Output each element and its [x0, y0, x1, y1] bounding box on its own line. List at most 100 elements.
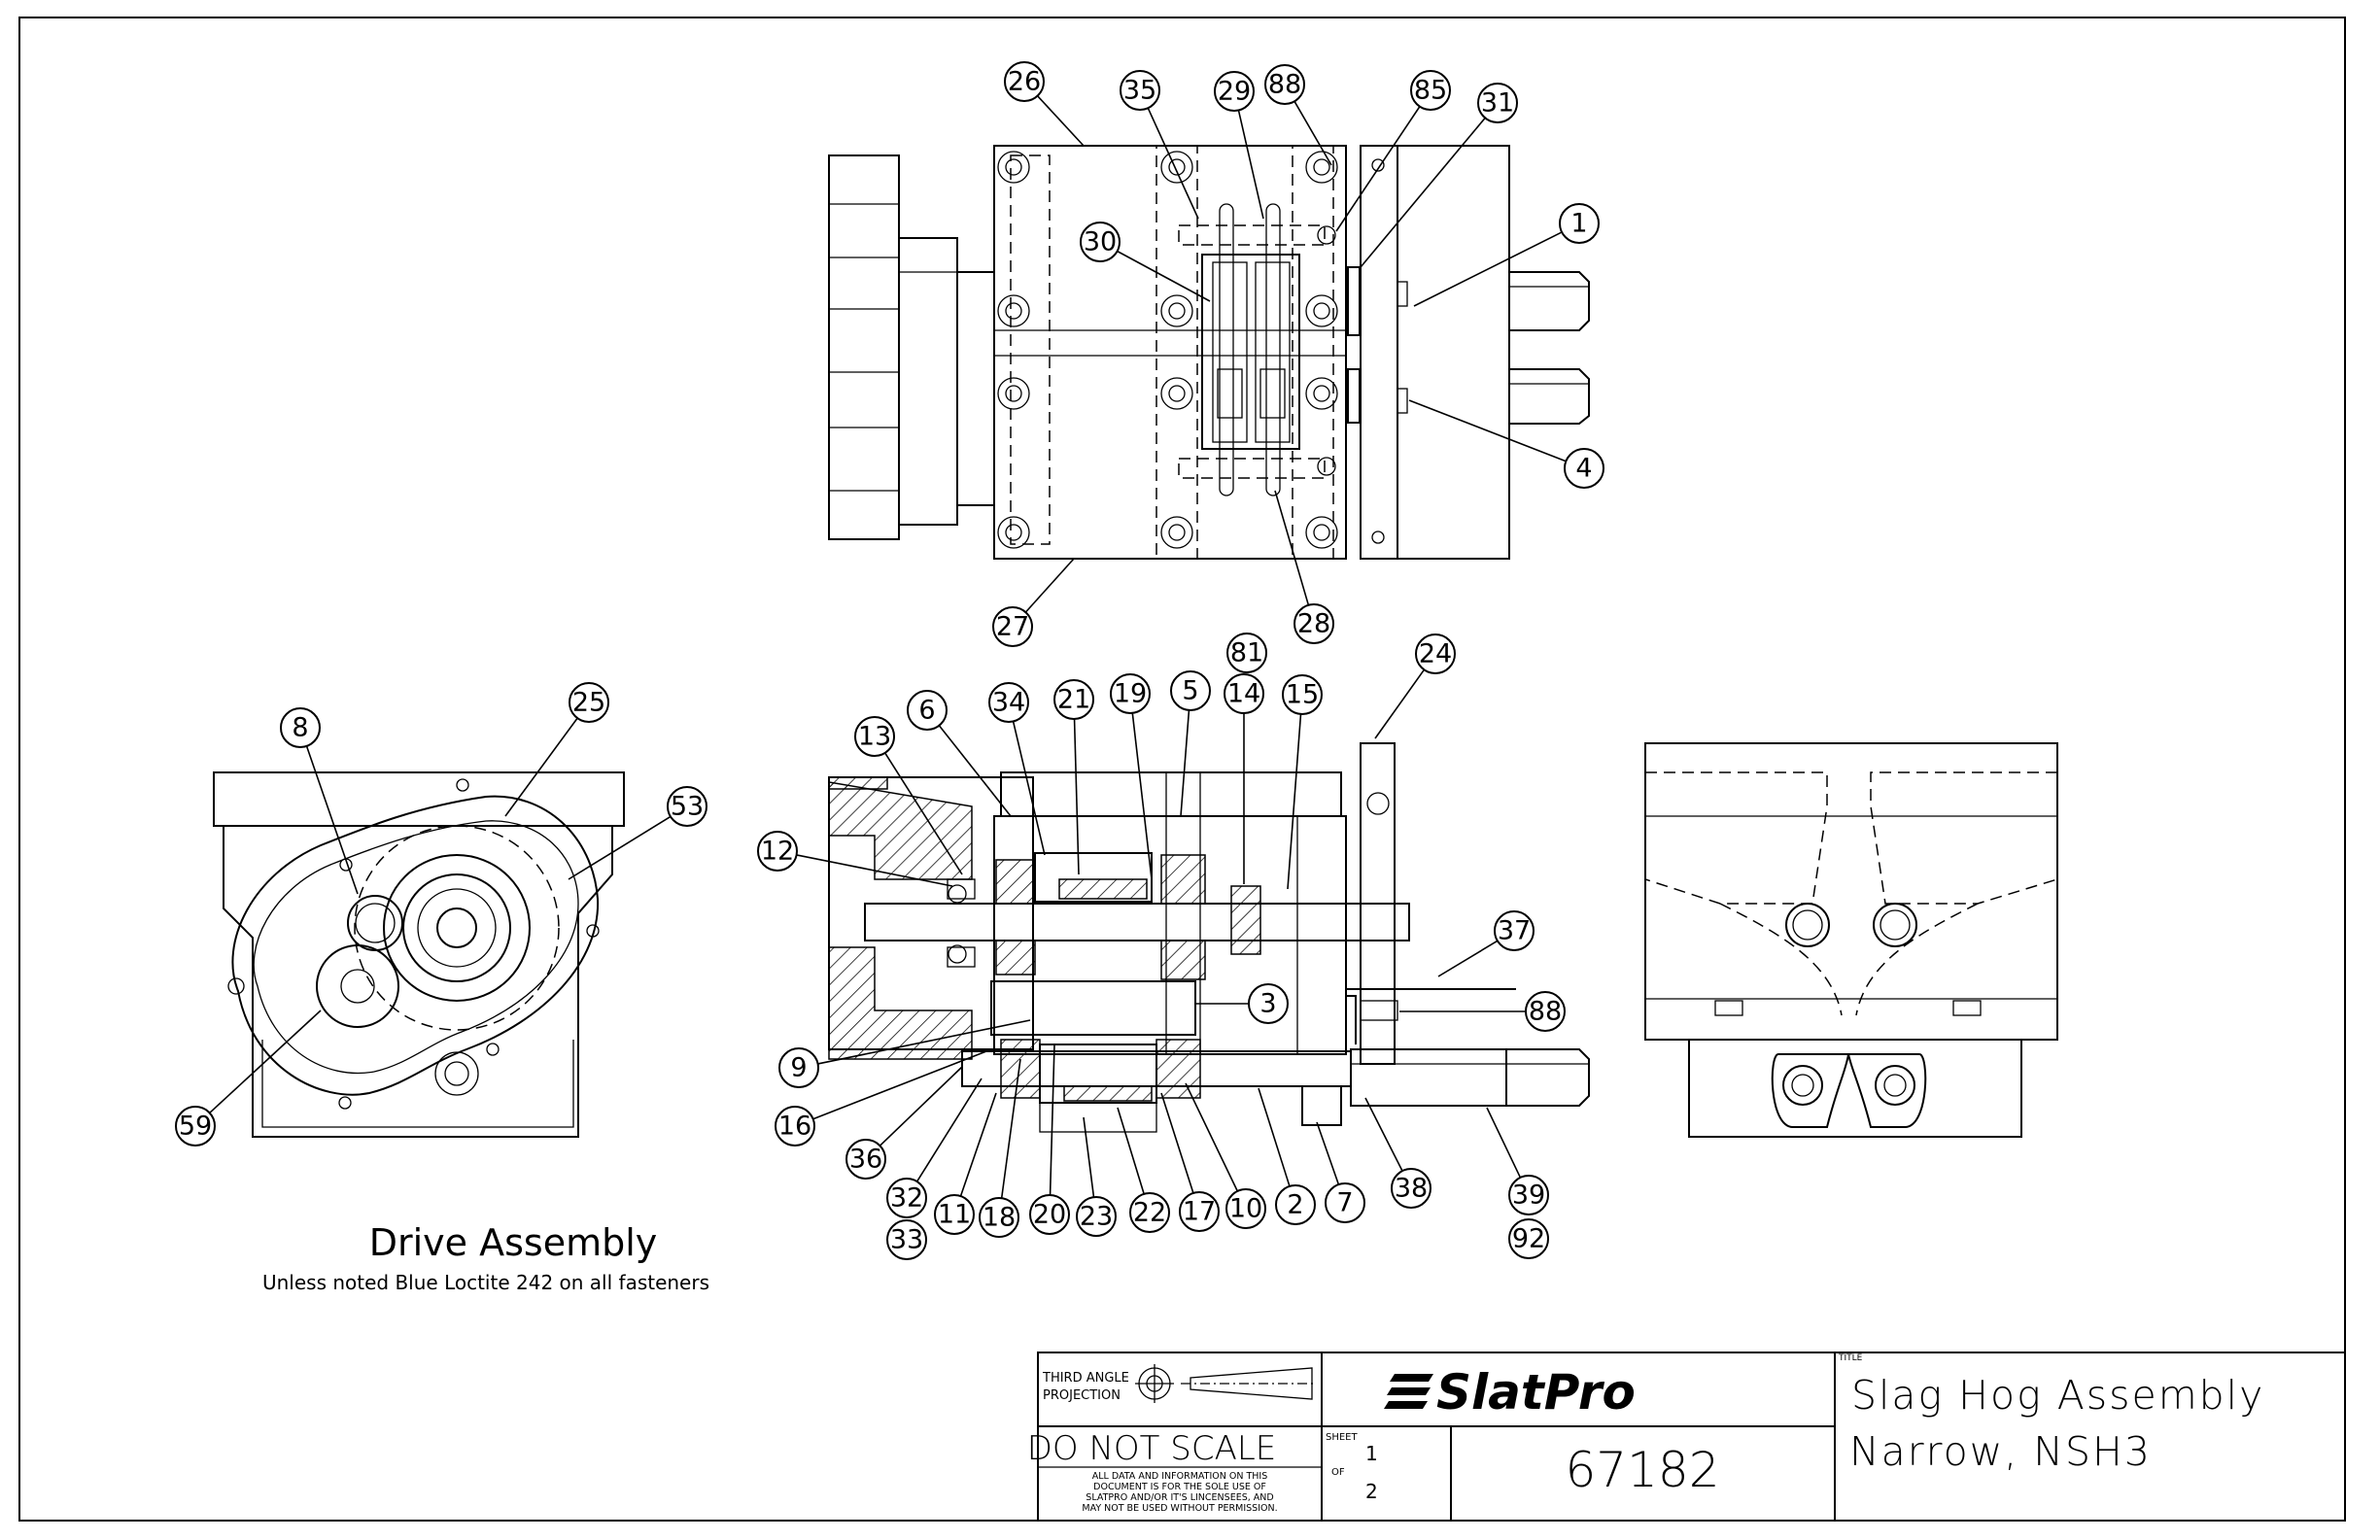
balloon-circle	[1224, 673, 1264, 714]
balloon-circle	[907, 690, 948, 731]
balloon-circle	[778, 1047, 819, 1088]
balloon-label: 39	[1512, 1181, 1545, 1211]
balloon-circle	[1076, 1196, 1117, 1237]
balloon-label: 28	[1297, 609, 1330, 639]
balloon-28: 28	[1274, 490, 1334, 644]
balloon-15: 15	[1282, 674, 1323, 890]
balloon-leader-line	[1117, 250, 1211, 302]
balloon-8: 8	[280, 707, 359, 895]
balloon-label: 23	[1080, 1202, 1113, 1232]
balloon-leader-line	[817, 1019, 1031, 1065]
balloon-25: 25	[504, 682, 609, 817]
balloon-leader-line	[1360, 117, 1486, 268]
balloon-label: 38	[1395, 1174, 1428, 1204]
balloon-leader-line	[568, 815, 672, 880]
balloon-leader-line	[209, 1010, 322, 1114]
balloon-circle	[992, 606, 1033, 647]
balloon-label: 31	[1481, 88, 1514, 119]
balloon-circle	[1415, 633, 1456, 674]
balloon-17: 17	[1160, 1092, 1220, 1232]
disclaimer-line4: MAY NOT BE USED WITHOUT PERMISSION.	[1082, 1503, 1277, 1514]
balloon-circle	[1559, 203, 1600, 244]
balloon-leader-line	[1258, 1087, 1291, 1187]
balloon-label: 15	[1286, 680, 1319, 710]
balloon-81: 81	[1226, 633, 1267, 673]
balloon-1: 1	[1413, 203, 1600, 307]
top-view	[828, 145, 1590, 560]
balloon-30: 30	[1080, 222, 1211, 302]
balloon-19: 19	[1110, 673, 1153, 880]
balloon-circle	[1264, 64, 1305, 105]
balloon-leader-line	[1180, 709, 1190, 817]
balloon-33: 33	[886, 1219, 927, 1260]
balloon-leader-line	[938, 725, 1012, 817]
balloon-label: 22	[1133, 1198, 1166, 1228]
balloon-circle	[1525, 991, 1566, 1032]
balloon-leader-line	[1049, 1044, 1055, 1196]
projection-label-line1: THIRD ANGLE	[1042, 1371, 1129, 1386]
section-view	[828, 742, 1590, 1133]
balloon-label: 12	[761, 837, 794, 867]
balloon-10: 10	[1185, 1082, 1266, 1229]
balloon-31: 31	[1360, 83, 1518, 268]
balloon-leader-line	[1160, 1092, 1194, 1194]
balloon-label: 9	[790, 1053, 807, 1083]
balloon-21: 21	[1053, 679, 1094, 875]
balloon-leader-line	[1437, 940, 1499, 977]
balloon-23: 23	[1076, 1116, 1117, 1237]
balloon-circle	[1410, 70, 1451, 111]
balloon-circle	[1053, 679, 1094, 720]
balloon-53: 53	[568, 786, 707, 880]
balloon-label: 37	[1498, 916, 1531, 946]
balloon-circle	[979, 1197, 1019, 1238]
balloon-circle	[886, 1219, 927, 1260]
view-title: Drive Assembly	[369, 1221, 658, 1264]
balloon-label: 3	[1259, 989, 1276, 1019]
sheet-number: 1	[1365, 1442, 1378, 1465]
balloon-11: 11	[934, 1092, 997, 1235]
balloon-label: 7	[1336, 1188, 1353, 1218]
balloon-34: 34	[988, 682, 1046, 856]
disclaimer-line3: SLATPRO AND/OR IT'S LINCENSEES, AND	[1086, 1492, 1273, 1503]
sheet-label: SHEET	[1326, 1432, 1359, 1443]
projection-label-line2: PROJECTION	[1043, 1388, 1121, 1403]
sheet-total: 2	[1365, 1480, 1378, 1503]
balloon-label: 53	[671, 792, 704, 822]
balloon-circle	[1391, 1168, 1431, 1209]
balloon-label: 26	[1008, 67, 1041, 97]
balloon-label: 4	[1575, 454, 1592, 484]
balloon-circle	[1325, 1182, 1365, 1223]
balloon-label: 1	[1570, 209, 1587, 239]
balloon-leader-line	[1335, 106, 1421, 232]
balloon-22: 22	[1117, 1107, 1170, 1233]
third-angle-projection-icon	[1135, 1364, 1317, 1403]
balloon-circle	[1214, 71, 1255, 112]
balloon-18: 18	[979, 1058, 1021, 1238]
balloon-circle	[1248, 983, 1289, 1024]
balloon-label: 32	[890, 1183, 923, 1214]
balloon-label: 16	[778, 1112, 811, 1142]
balloon-85: 85	[1335, 70, 1451, 232]
balloon-leader-line	[884, 752, 963, 875]
balloon-32: 32	[886, 1078, 983, 1218]
balloon-leader-line	[1185, 1082, 1239, 1192]
balloon-circle	[854, 716, 895, 757]
balloon-label: 2	[1287, 1190, 1303, 1220]
balloon-label: 88	[1529, 997, 1562, 1027]
balloon-2: 2	[1258, 1087, 1316, 1225]
balloon-leader-line	[1083, 1116, 1095, 1198]
balloon-leader-line	[959, 1092, 997, 1197]
balloon-38: 38	[1364, 1097, 1431, 1209]
balloon-leader-line	[1024, 558, 1075, 613]
outlet-end-view	[1644, 742, 2058, 1138]
balloon-leader-line	[1131, 712, 1153, 880]
balloon-circle	[1120, 70, 1160, 111]
balloon-circle	[175, 1106, 216, 1146]
balloon-leader-line	[1287, 713, 1302, 890]
of-label: OF	[1331, 1467, 1345, 1478]
balloon-circle	[1080, 222, 1121, 262]
disclaimer-line2: DOCUMENT IS FOR THE SOLE USE OF	[1093, 1482, 1266, 1492]
balloon-label: 13	[858, 722, 891, 752]
balloon-leader-line	[1486, 1107, 1522, 1179]
